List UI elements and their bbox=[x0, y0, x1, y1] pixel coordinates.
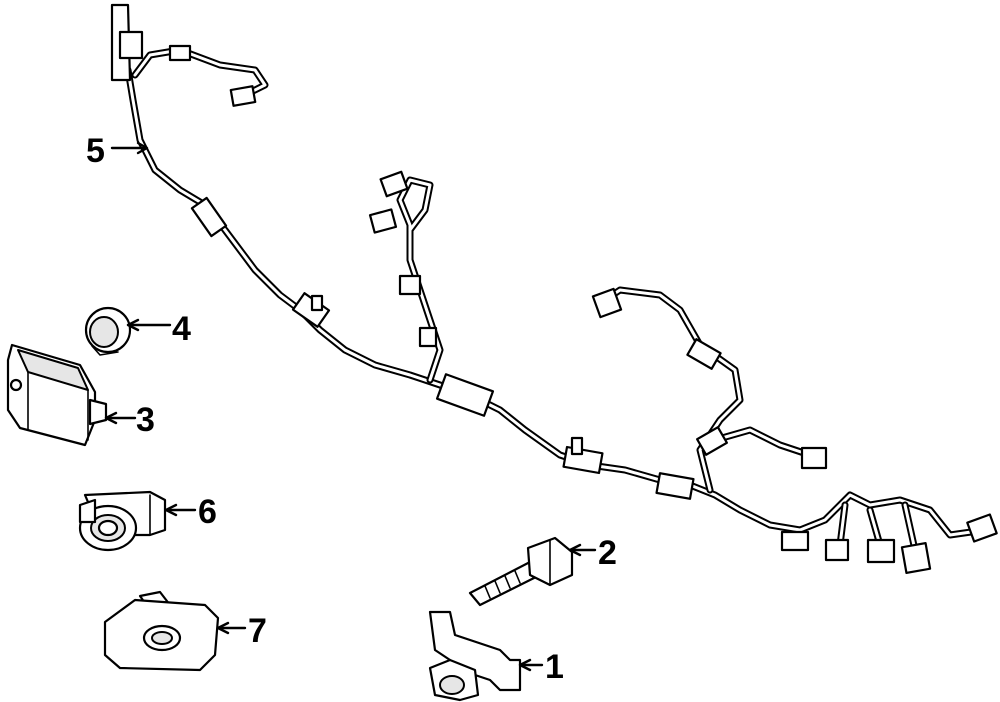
sensor-bracket[interactable] bbox=[428, 610, 522, 702]
callout-4: 4 bbox=[172, 310, 191, 348]
nut[interactable] bbox=[84, 306, 132, 356]
park-sensor[interactable] bbox=[78, 490, 167, 552]
bolt[interactable] bbox=[468, 536, 574, 607]
callout-3: 3 bbox=[136, 401, 155, 439]
callout-5: 5 bbox=[86, 132, 105, 170]
sensor-retainer[interactable] bbox=[103, 590, 220, 672]
callout-6: 6 bbox=[198, 493, 217, 531]
callout-2: 2 bbox=[598, 534, 617, 572]
callout-7: 7 bbox=[248, 612, 267, 650]
control-module[interactable] bbox=[6, 343, 108, 447]
wiring-harness[interactable] bbox=[110, 3, 998, 574]
callout-labels: 1 2 3 4 5 6 7 bbox=[86, 132, 617, 686]
callout-1: 1 bbox=[545, 648, 564, 686]
callout-leaders bbox=[104, 141, 597, 672]
